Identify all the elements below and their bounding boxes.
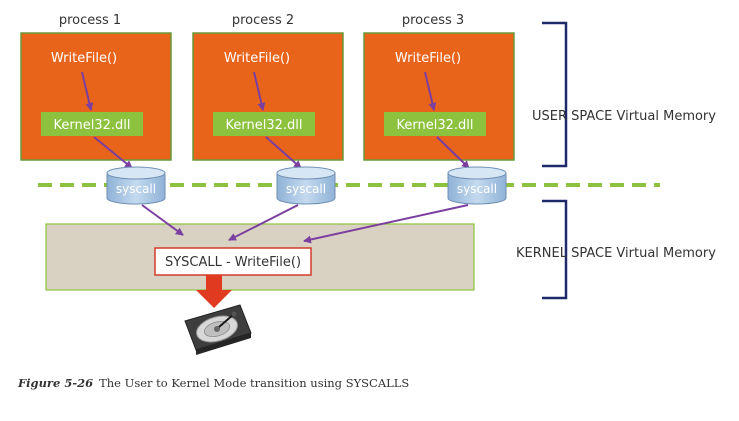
kernel-space-label: KERNEL SPACE Virtual Memory	[516, 246, 716, 261]
process-3-func: WriteFile()	[395, 51, 461, 66]
process-1-dll: Kernel32.dll	[54, 118, 131, 133]
process-1-func-arrow	[81, 71, 94, 111]
process-2-dll-box	[213, 112, 315, 136]
process-3-title: process 3	[402, 13, 464, 28]
process-1-dll-arrow	[93, 136, 133, 169]
syscall-cylinder-1: syscall	[106, 166, 166, 205]
syscall-diagram: process 1 WriteFile() Kernel32.dll proce…	[20, 13, 716, 355]
figure-caption-text: The User to Kernel Mode transition using…	[99, 376, 410, 390]
process-2-dll-arrow	[265, 136, 302, 169]
process-3-dll-box	[384, 112, 486, 136]
syscall-1-label: syscall	[116, 182, 156, 196]
syscall-cylinder-2: syscall	[276, 166, 336, 205]
process-2-title: process 2	[232, 13, 294, 28]
process-1-func: WriteFile()	[51, 51, 117, 66]
process-2-func-arrow	[253, 71, 266, 111]
process-1-dll-box	[41, 112, 143, 136]
kernel-call-box	[154, 247, 312, 276]
process-3-func-arrow	[424, 71, 437, 111]
kernel-call-label: SYSCALL - WriteFile()	[165, 255, 301, 270]
syscall-3-kernel-arrow	[303, 204, 469, 244]
down-arrow-icon	[196, 275, 232, 308]
process-3: process 3 WriteFile() Kernel32.dll	[363, 13, 515, 169]
process-2: process 2 WriteFile() Kernel32.dll	[192, 13, 344, 169]
process-3-dll: Kernel32.dll	[397, 118, 474, 133]
process-2-dll: Kernel32.dll	[226, 118, 303, 133]
process-1: process 1 WriteFile() Kernel32.dll	[20, 13, 172, 169]
user-space-label: USER SPACE Virtual Memory	[532, 109, 716, 124]
syscall-1-kernel-arrow	[141, 204, 184, 236]
syscall-cylinder-3: syscall	[447, 166, 507, 205]
hard-drive-icon	[184, 304, 252, 355]
syscall-2-kernel-arrow	[228, 204, 299, 241]
process-1-title: process 1	[59, 13, 121, 28]
syscall-2-label: syscall	[286, 182, 326, 196]
kernel-space-bracket	[542, 199, 568, 300]
process-3-dll-arrow	[436, 136, 470, 169]
figure-number: Figure 5-26	[18, 376, 94, 390]
user-space-bracket	[542, 21, 568, 168]
syscall-3-label: syscall	[457, 182, 497, 196]
process-2-func: WriteFile()	[224, 51, 290, 66]
figure-caption: Figure 5-26 The User to Kernel Mode trans…	[18, 376, 409, 390]
